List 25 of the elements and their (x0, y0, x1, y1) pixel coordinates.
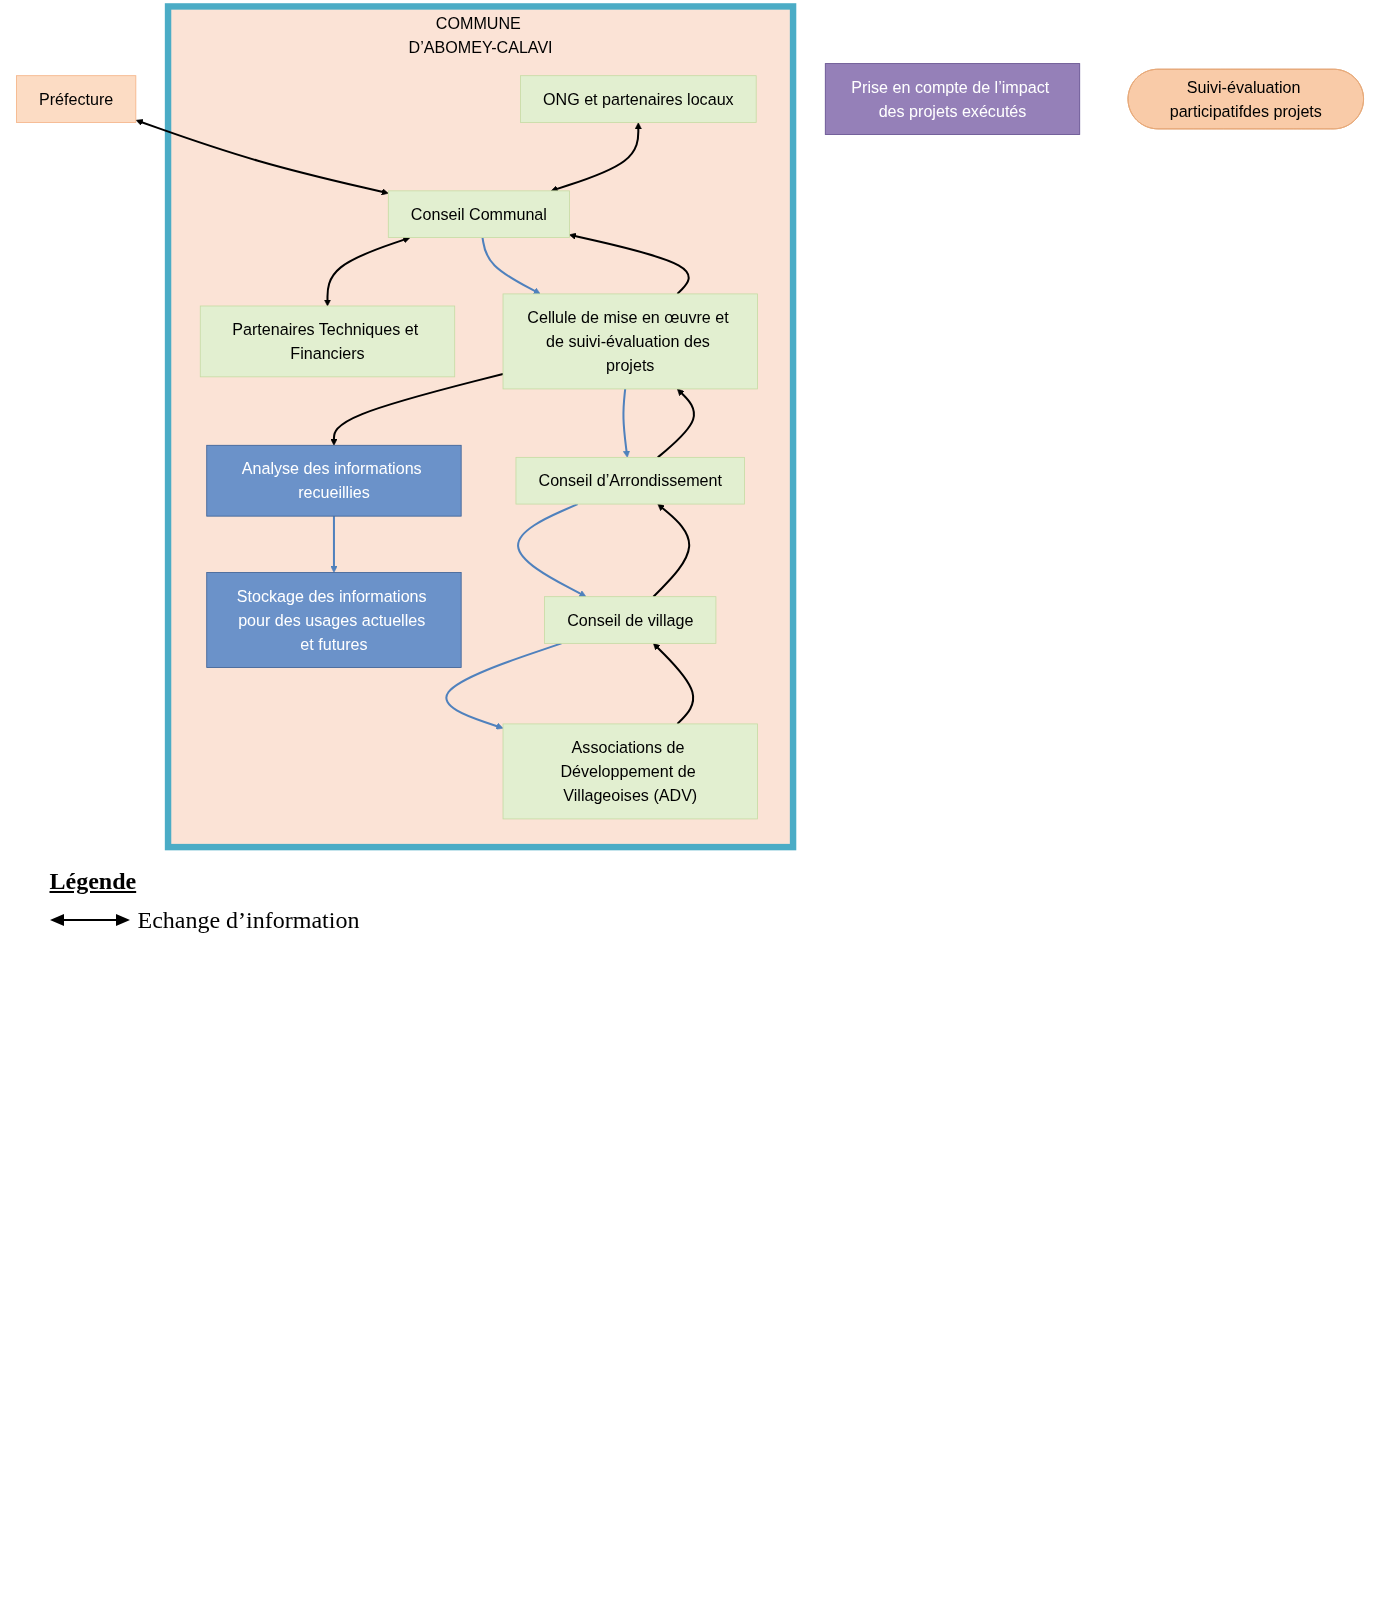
node-box: Partenaires Techniques et Financiers (199, 305, 455, 378)
legend-text: Echange d’information (137, 906, 360, 934)
arrow (568, 232, 690, 295)
node-box: Conseil d’Arrondissement (515, 456, 745, 505)
node-box: Cellule de mise en œuvre et de suivi-évaluation des projets (502, 293, 758, 390)
arrow (329, 372, 503, 446)
node-box: Conseil de village (543, 596, 716, 644)
node-box: Préfecture (15, 75, 136, 123)
node-box: ONG et partenaires locaux (519, 75, 757, 123)
legend-heading: Légende (49, 867, 137, 895)
node-box: Prise en compte de l’impact des projets exécutés (824, 63, 1080, 135)
arrow (481, 237, 541, 295)
arrow (656, 388, 695, 459)
arrow (323, 236, 410, 307)
arrow (652, 643, 694, 725)
arrow (652, 503, 690, 598)
node-box: Stockage des informations pour des usages actuelles et futures (205, 572, 462, 668)
arrow (516, 503, 586, 597)
arrow (329, 516, 337, 573)
arrow (135, 119, 389, 196)
node-box: Conseil Communal (387, 190, 570, 238)
arrow (444, 642, 562, 730)
arrow (621, 388, 630, 458)
node-box: Analyse des informations recueillies (205, 444, 462, 517)
node-box: Associations de Développement de Villageoises (ADV) (502, 723, 758, 820)
